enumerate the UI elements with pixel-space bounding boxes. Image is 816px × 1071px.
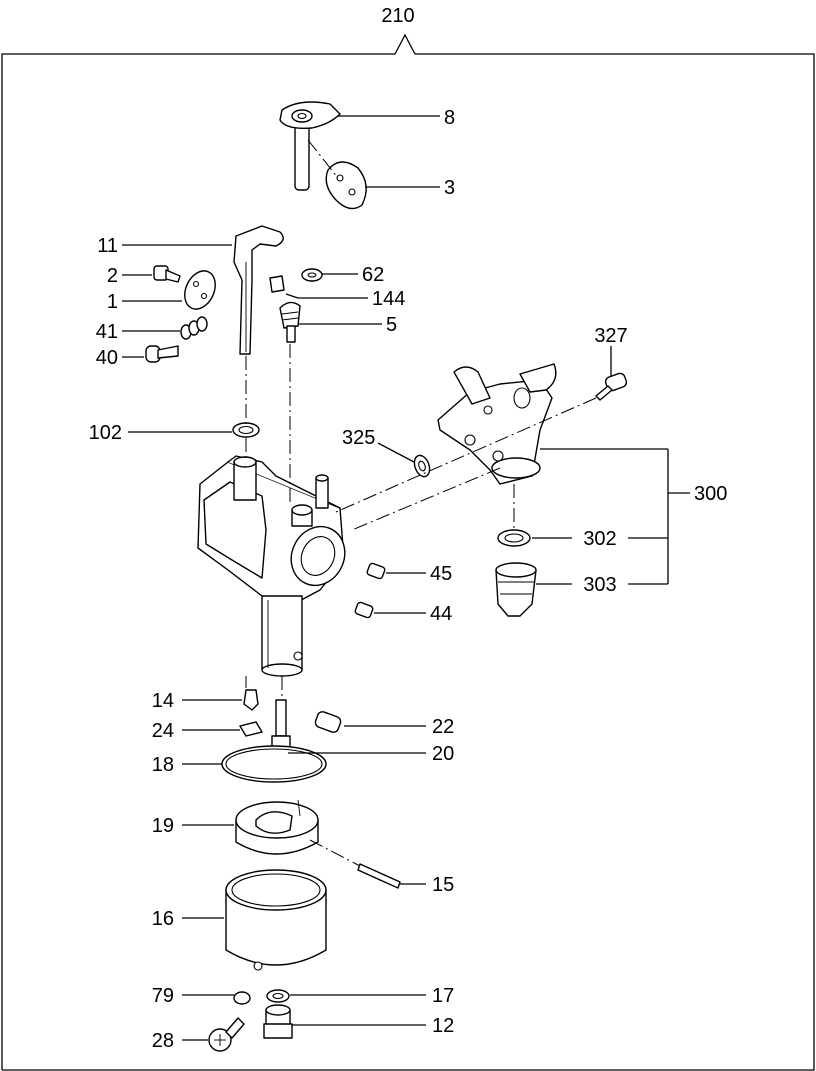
part-clip-24 [239, 721, 263, 737]
callout-3: 3 [444, 177, 455, 199]
callout-144: 144 [372, 288, 405, 310]
part-throttle-shaft [279, 101, 341, 191]
part-float-19 [235, 799, 319, 855]
part-o-ring-325 [413, 454, 431, 478]
callout-11: 11 [97, 235, 118, 257]
callout-17: 17 [432, 985, 454, 1007]
part-washer-17 [266, 989, 290, 1003]
part-gasket-302 [497, 529, 531, 547]
part-washer-79 [233, 991, 251, 1005]
callout-24: 24 [152, 720, 174, 742]
part-spring-41 [180, 316, 208, 340]
callout-44: 44 [430, 603, 452, 625]
part-screw-45 [366, 562, 386, 580]
callout-15: 15 [432, 874, 454, 896]
part-screw-28 [208, 1017, 245, 1052]
callout-62: 62 [362, 264, 384, 286]
callout-303: 303 [583, 574, 616, 596]
part-clip-144 [269, 275, 285, 293]
part-carburetor-body [197, 455, 346, 677]
callout-41: 41 [96, 321, 118, 343]
callout-19: 19 [152, 815, 174, 837]
part-float-bowl-16 [225, 869, 327, 971]
callout-8: 8 [444, 107, 455, 129]
leader-lines [122, 115, 690, 1041]
callout-302: 302 [583, 528, 616, 550]
part-o-ring-102 [232, 422, 260, 438]
assembly-frame: 210 [1, 5, 815, 1071]
callout-102: 102 [89, 422, 122, 444]
part-jet-303 [495, 562, 537, 617]
callout-28: 28 [152, 1030, 174, 1052]
callout-20: 20 [432, 743, 454, 765]
part-gasket-18 [221, 745, 327, 783]
callout-22: 22 [432, 716, 454, 738]
assembly-alignment-lines [245, 139, 597, 867]
callout-1: 1 [107, 291, 118, 313]
callout-14: 14 [152, 690, 174, 712]
part-needle-14 [243, 689, 259, 711]
part-idle-screw-5 [279, 301, 301, 343]
assembly-number-label: 210 [381, 5, 414, 27]
callout-327: 327 [594, 325, 627, 347]
callout-5: 5 [386, 314, 397, 336]
part-screw-40 [145, 345, 179, 363]
part-bowl-adapter-300 [437, 363, 557, 485]
callout-12: 12 [432, 1015, 454, 1037]
callout-300: 300 [694, 483, 727, 505]
part-washer-62 [301, 268, 323, 282]
callout-45: 45 [430, 563, 452, 585]
callout-325: 325 [342, 427, 375, 449]
part-screw-44 [354, 601, 374, 619]
part-drain-bolt-12 [263, 1004, 293, 1039]
part-pin-15 [357, 863, 401, 889]
callout-labels: 8 3 11 2 62 1 144 41 5 40 327 102 325 30… [89, 107, 728, 1052]
part-screw-2 [153, 265, 181, 283]
callout-2: 2 [107, 265, 118, 287]
part-plug-22 [314, 711, 342, 733]
callout-16: 16 [152, 908, 174, 930]
part-throttle-valve [325, 161, 367, 210]
callout-40: 40 [96, 347, 118, 369]
part-choke-shaft [233, 225, 284, 355]
part-choke-valve [184, 270, 216, 310]
part-screw-327 [595, 372, 628, 401]
callout-18: 18 [152, 754, 174, 776]
callout-79: 79 [152, 985, 174, 1007]
